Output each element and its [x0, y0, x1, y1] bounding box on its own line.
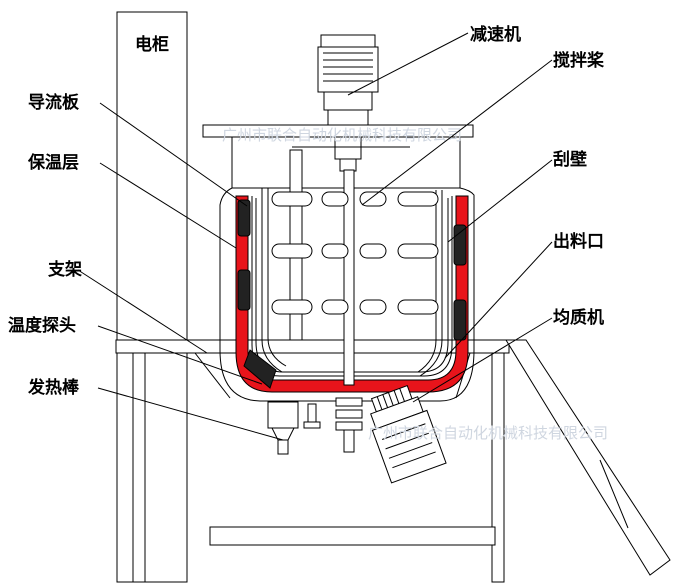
label-support-frame: 支架: [48, 259, 82, 280]
agitator-assembly: [335, 169, 363, 453]
label-heating-rod: 发热棒: [27, 377, 80, 398]
reducer-motor: [317, 34, 379, 172]
label-insulation-layer: 保温层: [27, 152, 79, 173]
label-baffle: 导流板: [28, 92, 80, 113]
label-homogenizer: 均质机: [553, 307, 604, 328]
electrical-cabinet: 电柜: [116, 11, 188, 583]
label-discharge-outlet: 出料口: [553, 231, 604, 252]
homogenizer: [370, 385, 447, 484]
watermark-top: 广州市联合自动化机械科技有限公司: [222, 126, 462, 144]
cabinet-label: 电柜: [135, 34, 169, 55]
discharge-valve: [267, 401, 321, 455]
scraper-frame: [261, 146, 443, 377]
label-scraper-wall: 刮壁: [553, 149, 587, 170]
scraper-blades: [237, 199, 467, 389]
agitator-paddles: [271, 191, 439, 315]
watermark-bottom: 广州市联合自动化机械科技有限公司: [368, 424, 608, 442]
label-temperature-probe: 温度探头: [8, 315, 76, 336]
support-frame: [115, 339, 671, 583]
label-agitator-paddle: 搅拌桨: [553, 50, 605, 71]
label-reducer: 减速机: [470, 24, 521, 45]
leader-lines: [77, 32, 553, 441]
